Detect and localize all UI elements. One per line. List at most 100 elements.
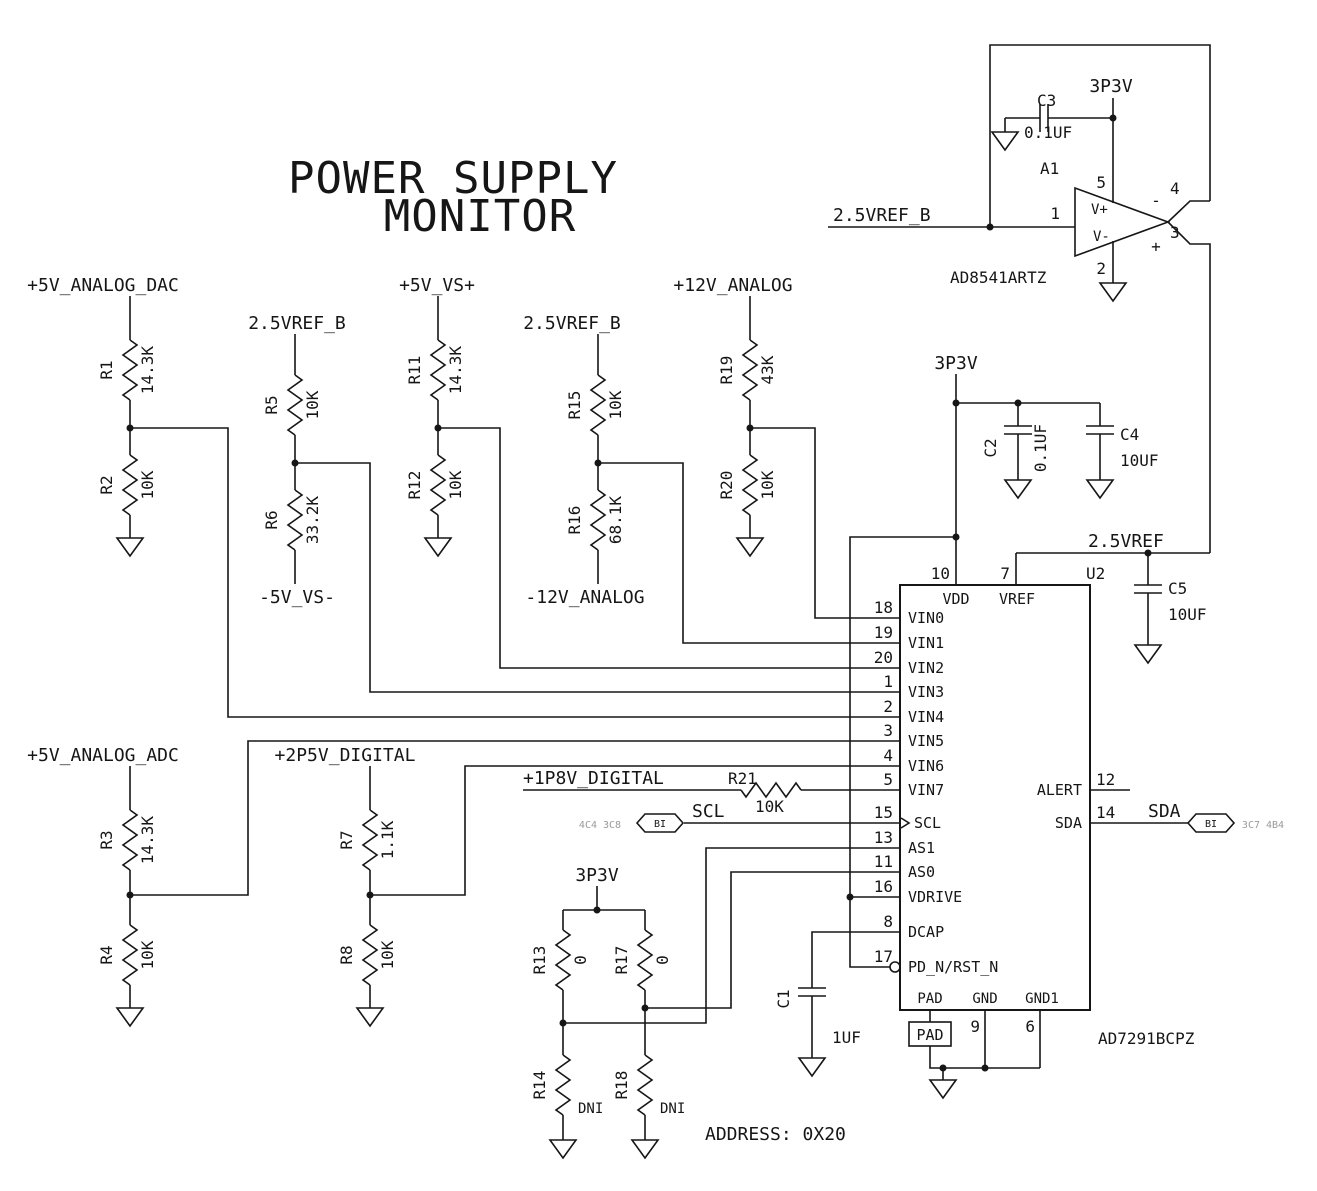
pin-name: VDD: [942, 590, 969, 608]
capacitor-C5-icon: [1134, 584, 1162, 594]
capacitor-C4-icon: [1086, 425, 1114, 435]
resistor-ref: R17: [612, 946, 631, 975]
pin-name: VIN6: [908, 757, 944, 775]
opamp-input-label: V-: [1093, 229, 1110, 245]
resistor-R20-icon: [741, 454, 759, 516]
capacitor-ref: C1: [774, 989, 793, 1008]
net-label: 3P3V: [575, 865, 619, 886]
ground-icon: [1003, 479, 1033, 500]
ground-icon: [115, 1007, 145, 1028]
pin-name: VIN3: [908, 683, 944, 701]
resistor-ref: R3: [97, 830, 116, 849]
junction-dot: [594, 459, 602, 467]
scl-clock-chevron: [900, 817, 911, 829]
junction-dot: [434, 424, 442, 432]
resistor-ref: R4: [97, 945, 116, 964]
opamp-minus-sign: -: [1151, 191, 1161, 210]
ground-icon: [1133, 644, 1163, 665]
opamp-ref: A1: [1040, 159, 1059, 178]
net-label: -5V_VS-: [259, 587, 335, 608]
pin-name: GND: [972, 991, 997, 1007]
net-label: 3P3V: [1089, 76, 1133, 97]
junction-dot: [746, 424, 754, 432]
ground-icon: [735, 537, 765, 558]
bus-connector-tag: BI: [654, 819, 666, 830]
net-label: 2.5VREF_B: [523, 313, 621, 334]
resistor-value: 10K: [606, 390, 625, 419]
ground-icon: [355, 1007, 385, 1028]
pin-name: VIN7: [908, 781, 944, 799]
pin-number: 2: [883, 697, 893, 716]
bus-connector-scl: [635, 813, 685, 833]
ground-icon: [1085, 479, 1115, 500]
pin-number: 18: [874, 598, 893, 617]
junction-dot: [846, 893, 854, 901]
resistor-ref: R5: [262, 395, 281, 414]
resistor-value: 14.3K: [138, 346, 157, 395]
pin-number: 17: [874, 947, 893, 966]
junction-dot: [939, 1064, 947, 1072]
resistor-R6-icon: [286, 489, 304, 551]
pin-number: 14: [1096, 803, 1115, 822]
pin-number: 3: [883, 721, 893, 740]
sheet-xref: 4C4 3C8: [579, 820, 621, 831]
junction-dots: [126, 114, 1152, 1072]
net-label: +5V_VS+: [399, 275, 475, 296]
junction-dot: [641, 1004, 649, 1012]
junction-dot: [952, 399, 960, 407]
resistor-ref: R19: [717, 356, 736, 385]
pin-number: 5: [883, 770, 893, 789]
capacitor-symbols: [798, 104, 1162, 997]
pin-name: PD_N/RST_N: [908, 958, 998, 976]
ground-icon: [797, 1057, 827, 1078]
pin-name: ALERT: [1037, 781, 1082, 799]
resistor-value: 10K: [138, 470, 157, 499]
net-label: 2.5VREF_B: [833, 205, 931, 226]
resistor-R5-icon: [286, 374, 304, 436]
resistor-R7-icon: [361, 809, 379, 871]
pin-name: PAD: [917, 991, 942, 1007]
resistor-ref: R20: [717, 471, 736, 500]
net-label: SCL: [692, 801, 725, 822]
net-label: 2.5VREF_B: [248, 313, 346, 334]
resistor-ref: R18: [612, 1071, 631, 1100]
resistor-value: DNI: [578, 1101, 603, 1117]
pin-name: DCAP: [908, 923, 944, 941]
resistor-symbols: [121, 339, 802, 1116]
net-label: +2P5V_DIGITAL: [275, 745, 416, 766]
net-label: +1P8V_DIGITAL: [523, 768, 664, 789]
pin-number: 9: [970, 1017, 980, 1036]
opamp-plus-sign: +: [1151, 237, 1161, 256]
capacitor-value: 10UF: [1120, 451, 1159, 470]
resistor-ref: R1: [97, 360, 116, 379]
opamp-input-label: V+: [1091, 202, 1108, 218]
pin-number: 12: [1096, 770, 1115, 789]
bus-connector-sda: [1186, 813, 1236, 833]
pin-number: 19: [874, 623, 893, 642]
capacitor-ref: C2: [981, 438, 1000, 457]
resistor-R18-icon: [636, 1054, 654, 1116]
resistor-R4-icon: [121, 924, 139, 986]
opamp-partnumber: AD8541ARTZ: [950, 268, 1047, 287]
resistor-value: 14.3K: [138, 816, 157, 865]
junction-dot: [981, 1064, 989, 1072]
capacitor-ref: C3: [1037, 91, 1056, 110]
pin-name: VIN4: [908, 708, 944, 726]
resistor-value: 10K: [138, 940, 157, 969]
pad-pin-box: [908, 1021, 952, 1047]
ic-ref: U2: [1086, 564, 1105, 583]
junction-dot: [126, 424, 134, 432]
capacitor-value: 0.1UF: [1031, 424, 1050, 472]
pin-name: VIN2: [908, 659, 944, 677]
pin-name: AS0: [908, 863, 935, 881]
bus-connector-tag: BI: [1205, 819, 1217, 830]
net-label: 3P3V: [934, 353, 978, 374]
opamp-triangle: [1074, 186, 1171, 258]
capacitor-ref: C5: [1168, 579, 1187, 598]
pin-name: VIN0: [908, 609, 944, 627]
resistor-R3-icon: [121, 809, 139, 871]
net-label: +5V_ANALOG_ADC: [27, 745, 179, 766]
pin-number: 4: [883, 746, 893, 765]
pin-number: 3: [1170, 223, 1180, 242]
